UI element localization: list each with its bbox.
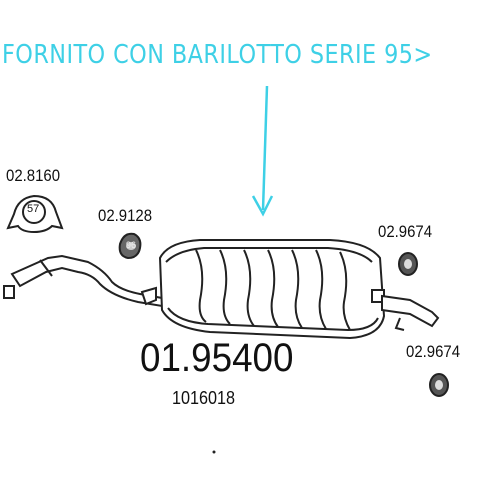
muffler-reference-code: 1016018 — [172, 388, 236, 408]
part-code-rubber-top: 02.9674 — [378, 222, 433, 241]
hanger-57-icon — [6, 194, 64, 234]
rubber-ring-top-icon — [398, 252, 418, 276]
muffler-part-code: 01.95400 — [140, 336, 294, 380]
muffler-body — [140, 239, 386, 340]
part-code-hanger: 02.8160 — [6, 166, 61, 185]
inlet-pipe — [3, 254, 163, 308]
note-arrow — [251, 85, 274, 217]
part-number-mount: 96 — [126, 240, 137, 250]
tail-pipe — [381, 294, 440, 331]
rubber-ring-bottom-icon — [429, 373, 449, 397]
supply-note: FORNITO CON BARILOTTO SERIE 95> — [2, 40, 433, 70]
marker-dot — [212, 450, 216, 454]
part-code-rubber-bottom: 02.9674 — [406, 342, 461, 361]
part-code-mount: 02.9128 — [98, 206, 153, 225]
mount-96-icon — [118, 232, 142, 260]
part-number-hanger: 57 — [27, 203, 40, 215]
